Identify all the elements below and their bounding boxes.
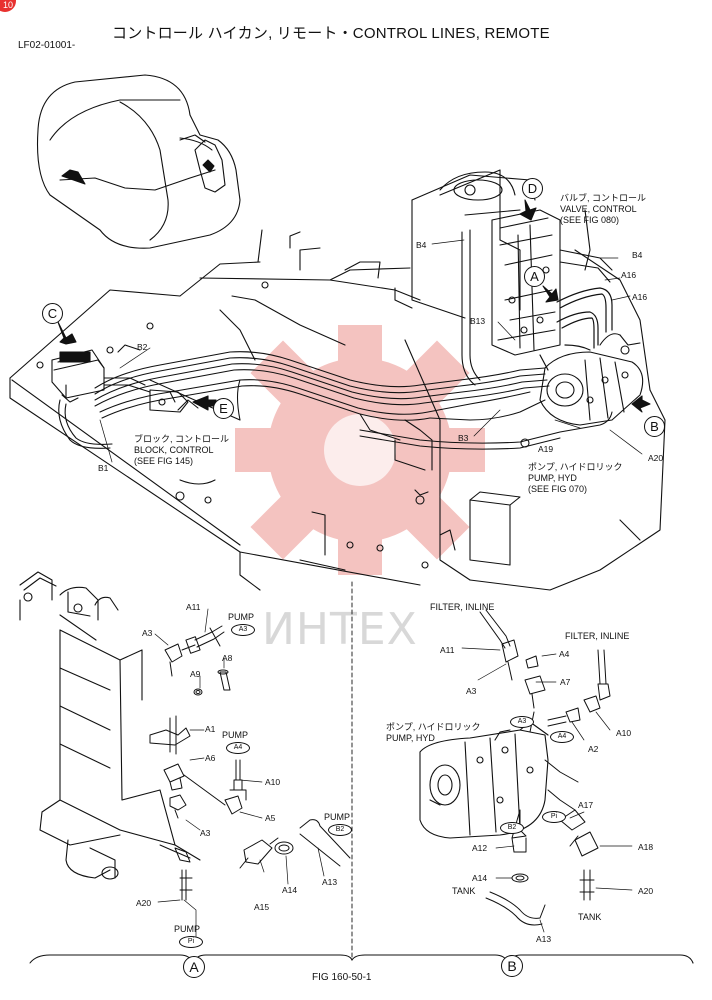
caption-pump-a4: PUMP (222, 730, 249, 740)
callout-a16-1: A16 (621, 270, 637, 280)
callout-r-a7: A7 (560, 677, 571, 687)
caption-pump-top-ref: (SEE FIG 070) (528, 484, 588, 494)
callout-b13: B13 (470, 316, 486, 326)
view-arrows (57, 199, 651, 413)
callout-l-a3-1: A3 (142, 628, 153, 638)
caption-pump-pi: PUMP (174, 924, 201, 934)
document-number: LF02-01001- (18, 40, 76, 51)
section-marker-b: B (501, 955, 523, 977)
page-corner-badge: 10 (0, 0, 16, 12)
caption-block-en: BLOCK, CONTROL (134, 445, 214, 455)
caption-pump-top-en: PUMP, HYD (528, 473, 577, 483)
view-marker-a: A (524, 266, 545, 287)
callout-a20-top: A20 (648, 453, 664, 463)
caption-filter-inline-1: FILTER, INLINE (430, 602, 495, 612)
caption-pump-a3: PUMP (228, 612, 255, 622)
view-marker-d: D (522, 178, 543, 199)
caption-valve-ref: (SEE FIG 080) (560, 215, 620, 225)
callout-l-a3-2: A3 (200, 828, 211, 838)
page-title: コントロール ハイカン, リモート・CONTROL LINES, REMOTE (112, 25, 550, 42)
callout-l-a5: A5 (265, 813, 276, 823)
callout-l-a6: A6 (205, 753, 216, 763)
callout-r-a20: A20 (638, 886, 654, 896)
leader-lines (99, 239, 643, 939)
caption-pump-b2: PUMP (324, 812, 351, 822)
caption-pump-right-en: PUMP, HYD (386, 733, 435, 743)
caption-valve-en: VALVE, CONTROL (560, 204, 637, 214)
callout-l-a8: A8 (222, 653, 233, 663)
hydraulic-pump-lower (419, 721, 549, 839)
callout-l-a13: A13 (322, 877, 338, 887)
tank-illustration-left (19, 571, 201, 880)
callout-l-a1: A1 (205, 724, 216, 734)
callout-b2-top: B2 (137, 342, 148, 352)
port-tag-pi-right: Pi (542, 811, 566, 823)
callout-r-a13: A13 (536, 934, 552, 944)
callout-l-a10: A10 (265, 777, 281, 787)
callout-r-a3: A3 (466, 686, 477, 696)
callout-r-a2: A2 (588, 744, 599, 754)
caption-valve-jp: バルブ, コントロール (560, 193, 647, 203)
hoses-a16 (539, 287, 613, 371)
callout-l-a11: A11 (186, 602, 201, 612)
port-tag-b2-left: B2 (328, 824, 352, 836)
callout-l-a14: A14 (282, 885, 298, 895)
caption-filter-inline-2: FILTER, INLINE (565, 631, 630, 641)
port-tag-a3-right: A3 (510, 716, 534, 728)
view-marker-b: B (644, 416, 665, 437)
figure-number: FIG 160-50-1 (312, 972, 372, 983)
callout-b4-top: B4 (416, 240, 427, 250)
view-marker-e: E (213, 398, 234, 419)
port-tag-a4-left: A4 (226, 742, 250, 754)
callout-r-a18: A18 (638, 842, 654, 852)
hydraulic-pump-top (539, 333, 644, 426)
callout-r-a12: A12 (472, 843, 488, 853)
callout-r-a4: A4 (559, 649, 570, 659)
caption-pump-top-jp: ポンプ, ハイドロリック (528, 462, 623, 472)
callout-a16-2: A16 (632, 292, 648, 302)
caption-tank-1: TANK (452, 886, 476, 896)
callout-l-a20: A20 (136, 898, 152, 908)
caption-block-ref: (SEE FIG 145) (134, 456, 194, 466)
caption-block-jp: ブロック, コントロール (134, 434, 230, 444)
chassis-frame (9, 169, 666, 591)
view-marker-c: C (42, 303, 63, 324)
watermark-text: ИНТЕХ (262, 604, 418, 655)
callout-b1-top: B1 (98, 463, 109, 473)
callout-r-a17: A17 (578, 800, 594, 810)
port-tag-a3-left: A3 (231, 624, 255, 636)
callout-l-a9: A9 (190, 669, 201, 679)
section-marker-a: A (183, 956, 205, 978)
port-tag-pi-left: Pi (179, 936, 203, 948)
port-tag-a4-right: A4 (550, 731, 574, 743)
fittings-right (479, 609, 611, 926)
hose-bundle (94, 351, 613, 450)
callout-l-a15: A15 (254, 902, 270, 912)
cab-illustration (37, 74, 241, 249)
callout-a19-top: A19 (538, 444, 554, 454)
fittings-left (149, 625, 351, 901)
callout-b4-right: B4 (632, 250, 643, 260)
caption-tank-2: TANK (578, 912, 602, 922)
port-tag-b2-right: B2 (500, 822, 524, 834)
callout-r-a14: A14 (472, 873, 488, 883)
callout-r-a11: A11 (440, 645, 455, 655)
callout-r-a10: A10 (616, 728, 632, 738)
callout-b3-top: B3 (458, 433, 469, 443)
control-block-left (51, 349, 189, 449)
caption-pump-right-jp: ポンプ, ハイドロリック (386, 722, 481, 732)
